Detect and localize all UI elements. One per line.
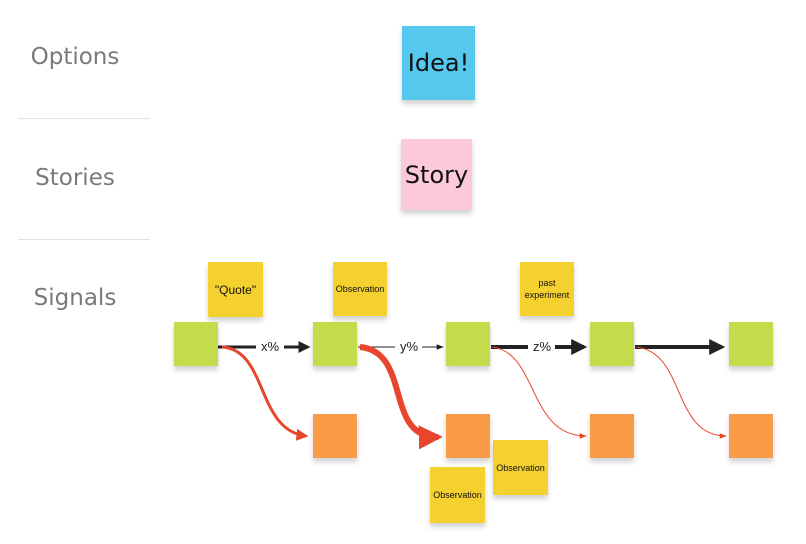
dropoff-arrow	[635, 346, 727, 439]
idea-sticky-note[interactable]: Idea!	[402, 26, 475, 100]
row-label-options: Options	[30, 44, 120, 70]
edge-label-x: x%	[261, 339, 280, 354]
orange-sticky-note[interactable]	[313, 414, 357, 458]
row-label-signals: Signals	[33, 285, 117, 311]
dropoff-arrow	[359, 344, 443, 450]
observation-sticky-note[interactable]: Observation	[333, 262, 387, 316]
orange-sticky-note[interactable]	[446, 414, 490, 458]
orange-sticky-note[interactable]	[590, 414, 634, 458]
orange-sticky-note[interactable]	[729, 414, 773, 458]
green-sticky-note[interactable]	[446, 322, 490, 366]
past-experiment-sticky-note[interactable]: past experiment	[520, 262, 574, 316]
row-divider	[18, 239, 150, 240]
row-divider	[18, 118, 150, 119]
edge-label-z: z%	[533, 339, 552, 354]
edge-label-y: y%	[400, 339, 419, 354]
quote-sticky-note[interactable]: "Quote"	[208, 262, 263, 317]
observation-sticky-note[interactable]: Observation	[430, 467, 485, 523]
dropoff-arrow	[491, 346, 587, 439]
green-sticky-note[interactable]	[313, 322, 357, 366]
green-sticky-note[interactable]	[174, 322, 218, 366]
dropoff-arrow	[221, 345, 309, 441]
green-sticky-note[interactable]	[729, 322, 773, 366]
row-label-stories: Stories	[35, 165, 115, 191]
observation-sticky-note[interactable]: Observation	[493, 440, 548, 495]
green-sticky-note[interactable]	[590, 322, 634, 366]
story-sticky-note[interactable]: Story	[401, 139, 472, 210]
